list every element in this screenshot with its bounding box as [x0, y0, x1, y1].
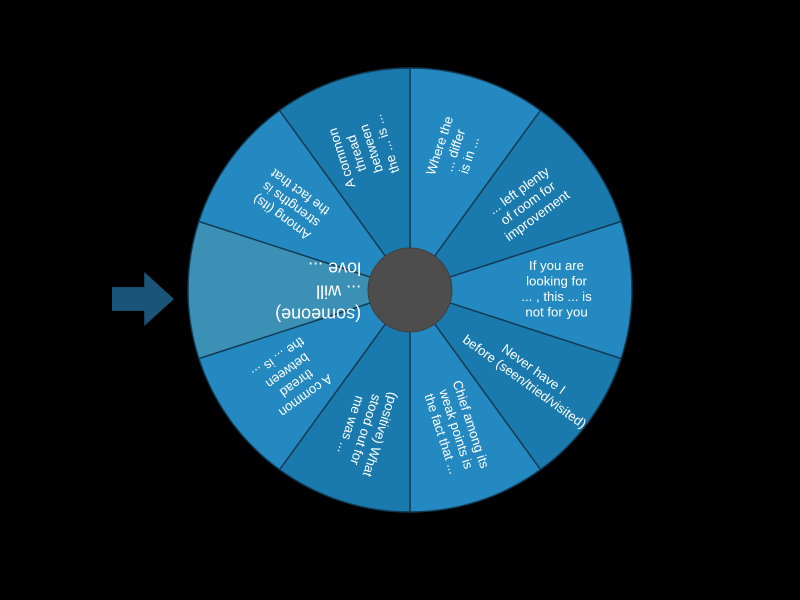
- wheel-segment-label-line: ... , this ... is: [521, 289, 592, 304]
- wheel-segment[interactable]: [278, 287, 411, 513]
- wheel-segment[interactable]: [408, 109, 623, 292]
- wheel-segment-label-line: If you are: [529, 258, 584, 273]
- wheel-segment[interactable]: [409, 287, 542, 513]
- wheel-segment[interactable]: [278, 67, 411, 293]
- wheel-segment-label: (someone) ... will love ...: [275, 258, 361, 324]
- wheel-segment-label-line: (someone): [275, 304, 361, 324]
- wheel-segment[interactable]: [409, 67, 542, 293]
- arrow-right-icon: [112, 272, 174, 326]
- wheel-segment[interactable]: [197, 109, 412, 292]
- wheel-segment[interactable]: [197, 288, 412, 471]
- wheel-segment[interactable]: [408, 288, 623, 471]
- wheel-segment-label-line: looking for: [526, 274, 587, 289]
- wheel-hub: [367, 247, 453, 333]
- wheel-segment[interactable]: [187, 220, 413, 360]
- wheel-segment[interactable]: [407, 220, 633, 360]
- wheel-segments[interactable]: [187, 67, 633, 513]
- wheel-segment-label-line: ... will: [316, 281, 361, 301]
- wheel-segment-label-line: not for you: [525, 305, 587, 320]
- wheel-segment-label-line: love ...: [308, 258, 361, 278]
